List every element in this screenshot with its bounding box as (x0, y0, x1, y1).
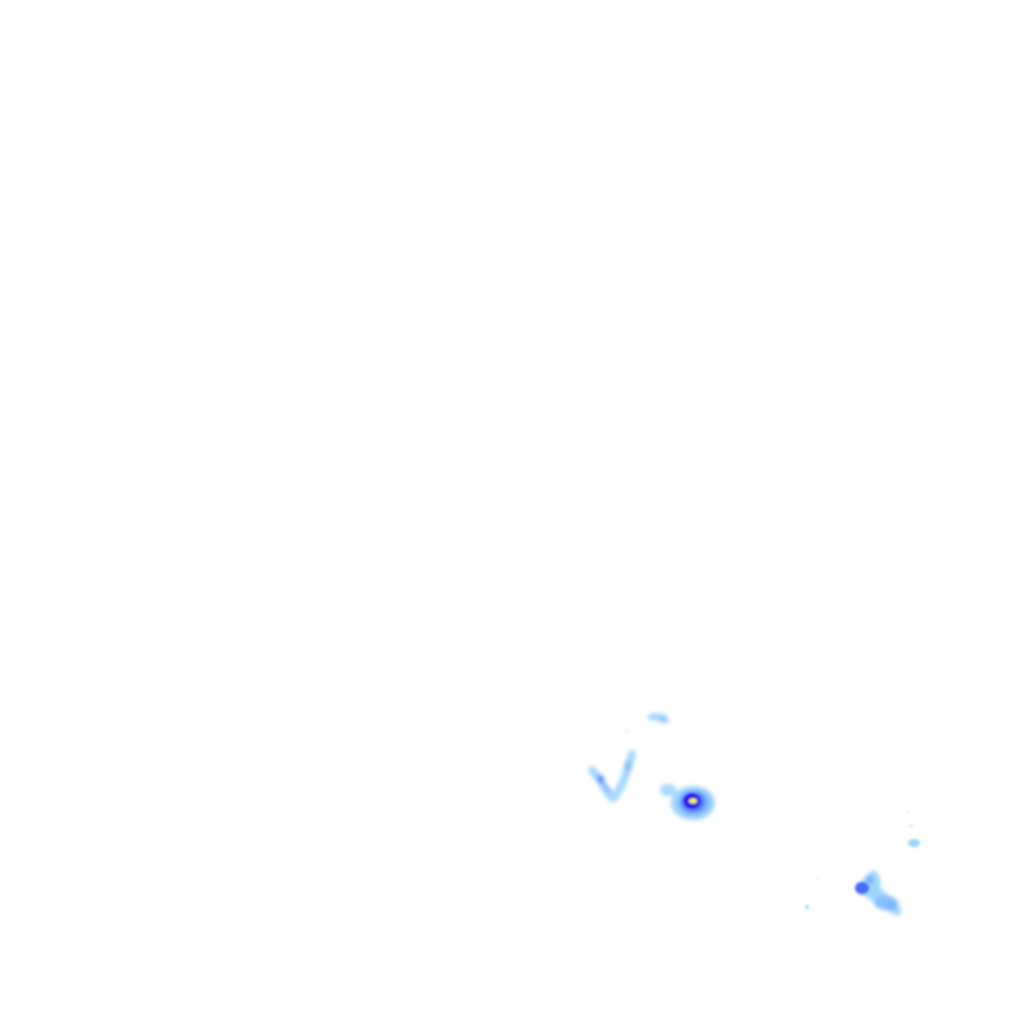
rain-echo-east (805, 810, 920, 909)
rain-echo-southeast (855, 870, 901, 916)
rain-echo-central-cell (660, 784, 715, 820)
rain-echo-north (625, 713, 669, 733)
rain-echo-west (588, 750, 636, 803)
